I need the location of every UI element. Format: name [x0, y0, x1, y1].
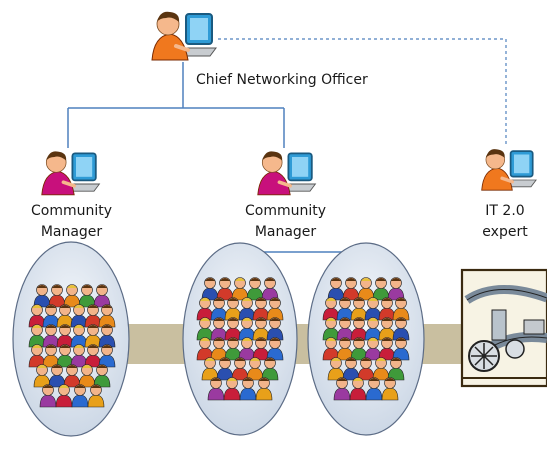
crowd-icon — [28, 284, 116, 408]
person-at-computer-icon — [41, 151, 101, 196]
community-manager-2-label: Community Manager — [228, 201, 343, 243]
dashed-connector — [218, 38, 507, 145]
machinery-icon — [460, 268, 547, 388]
cm2-line2: Manager — [254, 224, 317, 240]
chief-networking-officer-label: Chief Networking Officer — [196, 70, 368, 91]
person-at-computer-icon — [481, 149, 537, 191]
community-manager-1-label: Community Manager — [14, 201, 129, 243]
person-at-computer-icon — [257, 151, 317, 196]
it-line1: IT 2.0 — [485, 203, 525, 219]
crowd-icon — [322, 277, 410, 401]
cm2-line1: Community — [244, 203, 327, 219]
it-line2: expert — [482, 224, 528, 240]
cm1-line1: Community — [30, 203, 113, 219]
crowd-icon — [196, 277, 284, 401]
chief-label-text: Chief Networking Officer — [196, 72, 368, 88]
it-expert-label: IT 2.0 expert — [470, 201, 540, 243]
person-at-computer-icon — [151, 11, 217, 61]
cm1-line2: Manager — [40, 224, 103, 240]
